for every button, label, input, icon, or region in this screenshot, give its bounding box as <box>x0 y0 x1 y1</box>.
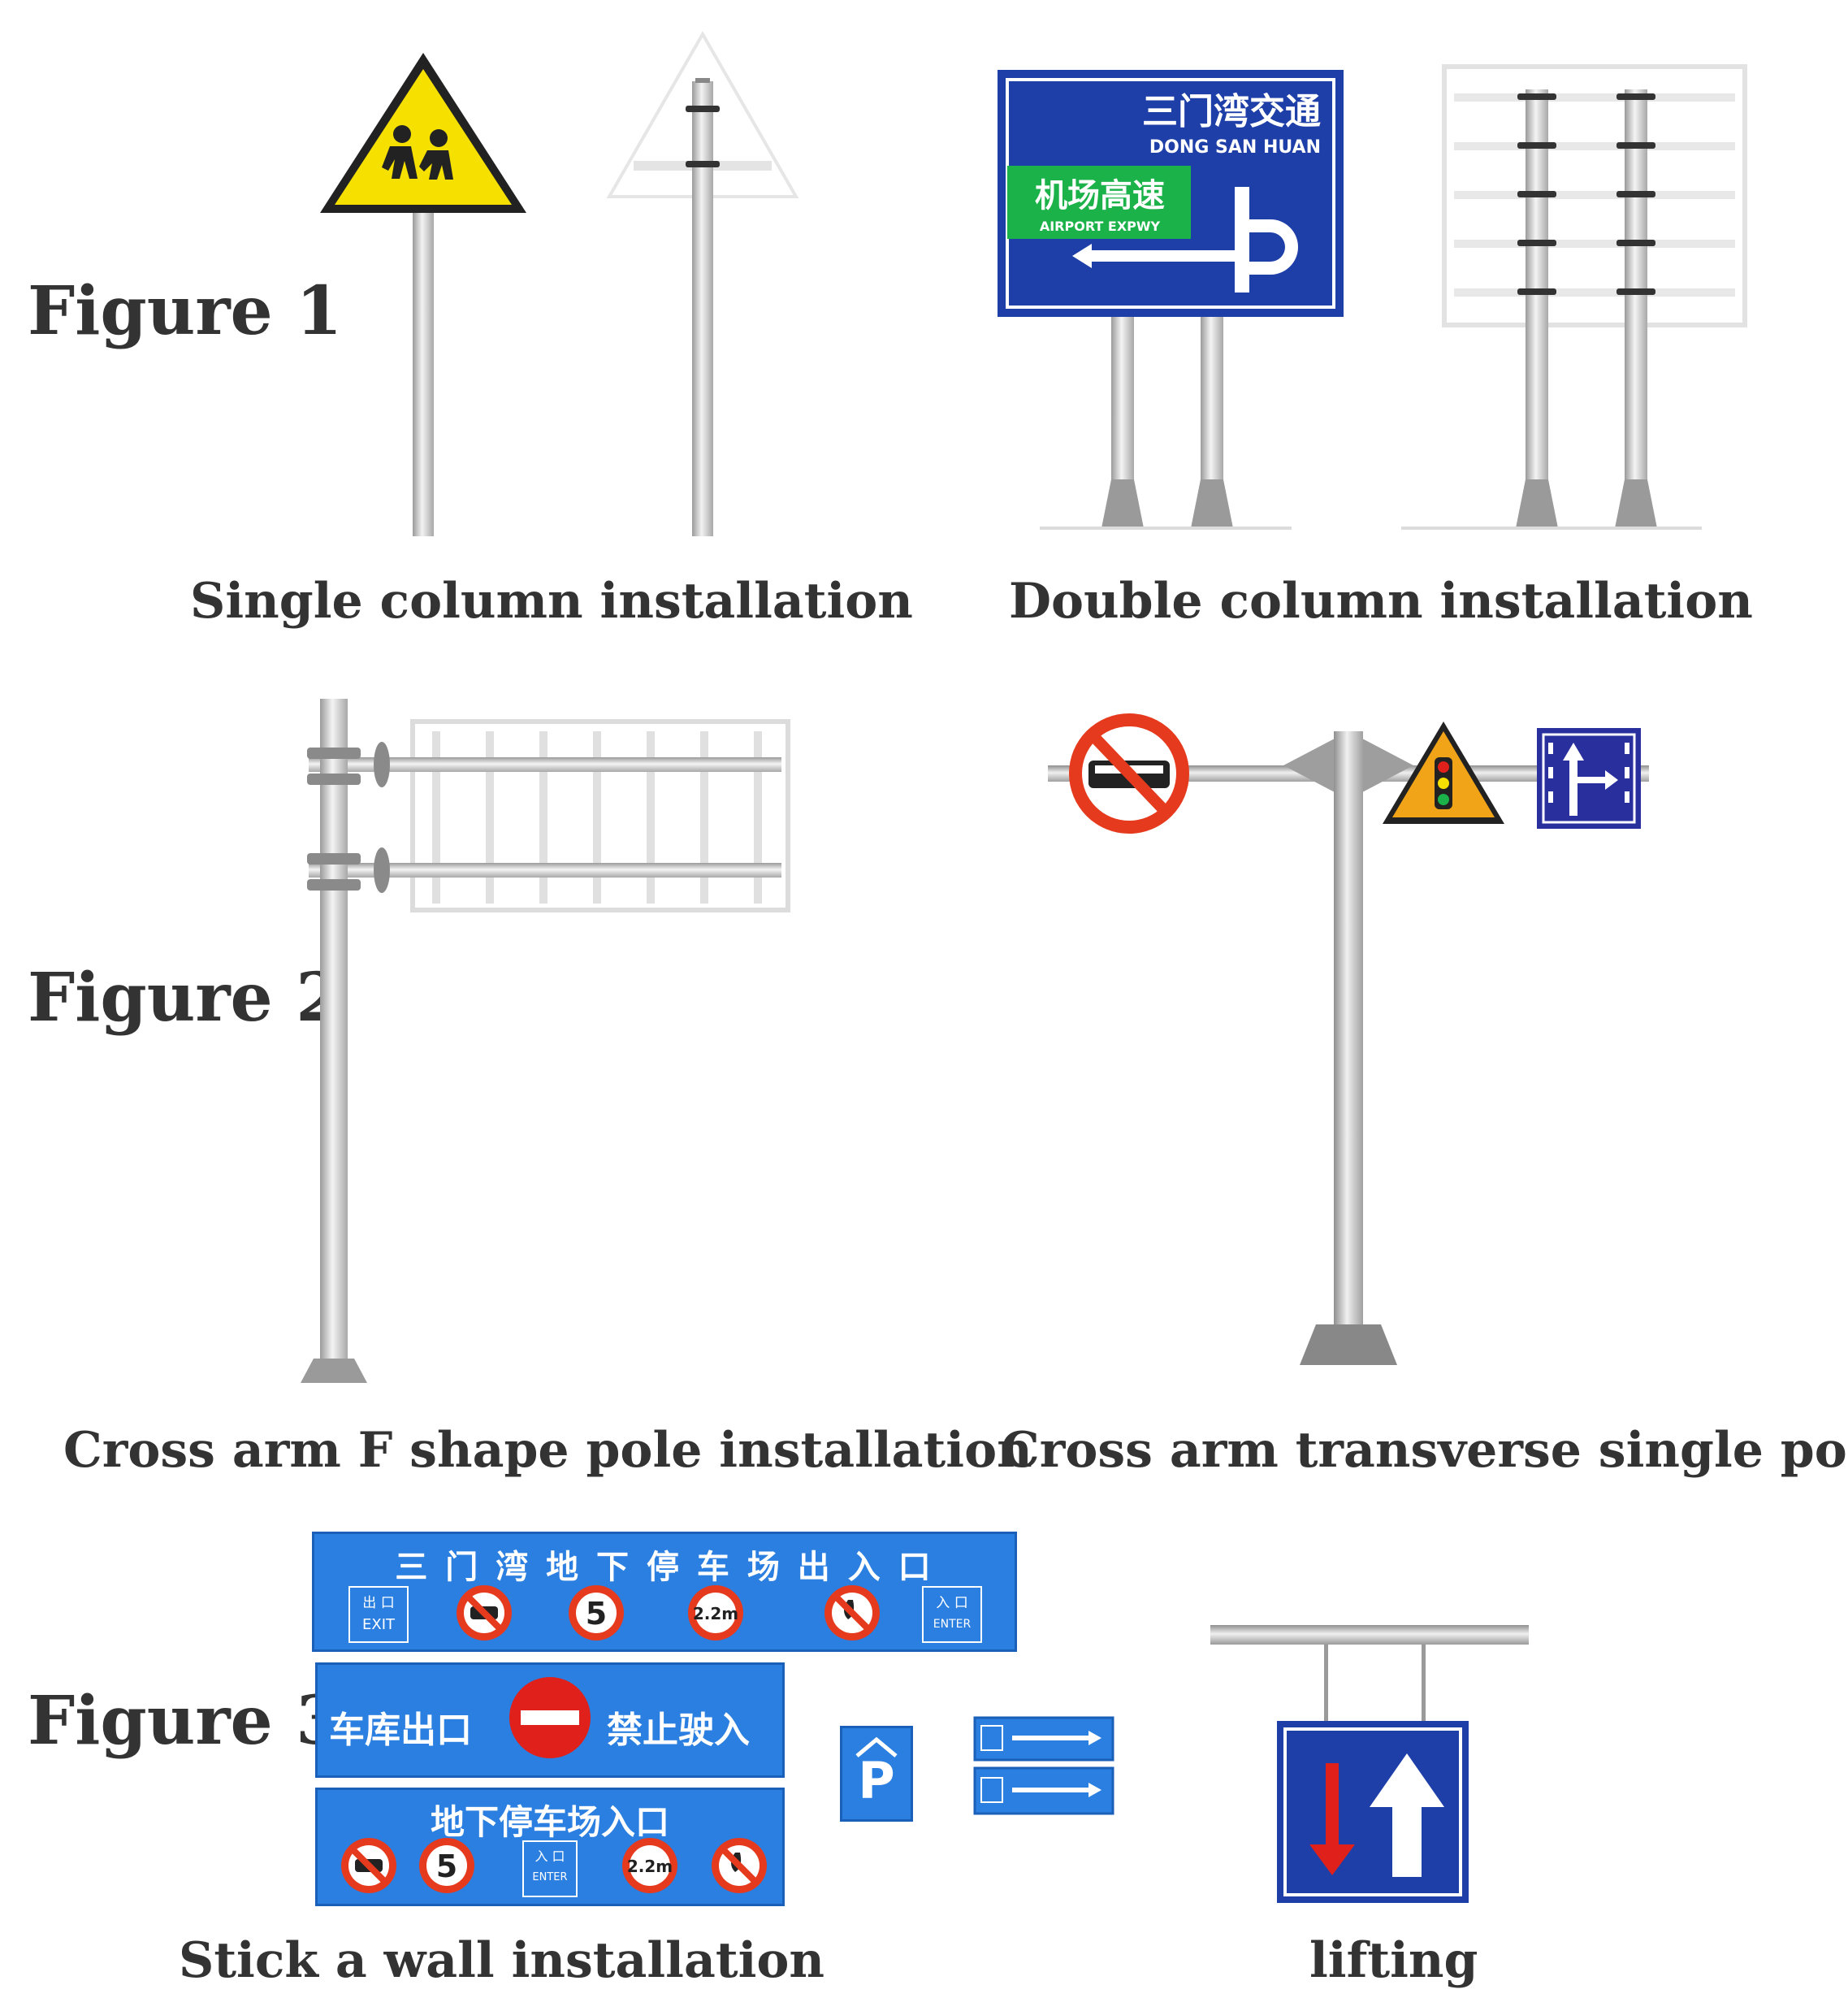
no-bus-prohibition-sign <box>1069 713 1189 834</box>
parking-sign: P <box>840 1726 913 1822</box>
svg-text:5: 5 <box>586 1596 607 1632</box>
wall-bottom-enter-badge: 入 口 ENTER <box>522 1840 578 1897</box>
priority-sign-board <box>1277 1721 1469 1903</box>
no-fire-icon <box>712 1838 767 1893</box>
svg-text:2.2m: 2.2m <box>693 1604 738 1623</box>
red-down-arrow-icon <box>1309 1763 1355 1875</box>
lane-direction-sign <box>1537 728 1641 829</box>
f-pole-column <box>320 699 348 1381</box>
guide-sign-green-text: 机场高速 <box>1035 177 1165 215</box>
caption-double-column: Double column installation <box>1009 573 1753 630</box>
svg-text:5: 5 <box>436 1848 457 1884</box>
speed-limit-icon: 5 <box>569 1585 624 1640</box>
no-entry-icon <box>509 1677 591 1758</box>
no-horn-icon <box>457 1585 512 1640</box>
figure-2-label: Figure 2 <box>28 959 343 1037</box>
guide-sign-title: 三门湾交通 <box>1142 91 1321 132</box>
wall-sign-top-icons: 5 2.2m <box>457 1585 880 1640</box>
transverse-pole-column <box>1334 731 1363 1365</box>
lifting-hanger-right <box>1422 1645 1426 1723</box>
caption-transverse: Cross arm transverse single pole <box>1001 1422 1848 1479</box>
wall-sign-top: 三 门 湾 地 下 停 车 场 出 入 口 出 口 EXIT 入 口 ENTER <box>312 1532 1017 1652</box>
svg-text:2.2m: 2.2m <box>627 1857 673 1876</box>
wall-sign-top-title: 三 门 湾 地 下 停 车 场 出 入 口 <box>395 1549 934 1586</box>
guide-arrow-icon <box>1072 187 1298 293</box>
guide-sign-green-subtext: AIRPORT EXPWY <box>1040 219 1161 234</box>
caption-single-column: Single column installation <box>190 573 913 630</box>
caption-f-shape: Cross arm F shape pole installation <box>63 1422 1032 1479</box>
children-crossing-icon <box>382 125 453 180</box>
wall-sign-bottom-title: 地下停车场入口 <box>430 1802 669 1842</box>
single-pole-back <box>692 81 713 536</box>
wall-sign-bottom: 地下停车场入口 入 口 ENTER <box>315 1788 785 1906</box>
wall-enter-badge: 入 口 ENTER <box>922 1586 982 1643</box>
figure-1-label: Figure 1 <box>28 272 343 350</box>
figure-3-label: Figure 3 <box>28 1682 343 1760</box>
height-limit-icon: 2.2m <box>622 1838 677 1893</box>
wall-exit-badge: 出 口 EXIT <box>348 1586 409 1643</box>
speed-limit-icon: 5 <box>419 1838 474 1893</box>
guide-sign-subtitle: DONG SAN HUAN <box>1149 137 1321 158</box>
parking-sign-letter: P <box>858 1751 895 1810</box>
single-pole-front <box>413 211 434 536</box>
wall-sign-middle-right: 禁止驶入 <box>607 1710 750 1751</box>
small-direction-plates <box>973 1716 1114 1815</box>
single-column-illustration <box>320 30 799 536</box>
transverse-pole-illustration <box>1048 713 1649 1365</box>
guide-sign-back-frame <box>1442 64 1747 327</box>
caption-wall: Stick a wall installation <box>179 1932 824 1989</box>
height-limit-icon: 2.2m <box>688 1585 743 1640</box>
double-column-illustration: 三门湾交通 DONG SAN HUAN 机场高速 AIRPORT EXPWY <box>998 64 1747 530</box>
lifting-illustration <box>1210 1625 1529 1903</box>
traffic-light-warning-sign <box>1383 722 1504 824</box>
parking-roof-icon <box>855 1736 898 1757</box>
guide-sign-green-panel <box>1007 166 1191 239</box>
no-horn-icon <box>341 1838 396 1893</box>
f-pole-upper-arm <box>309 757 781 772</box>
f-shape-pole-illustration <box>301 699 790 1383</box>
no-fire-icon <box>824 1585 880 1640</box>
wall-sign-middle-left: 车库出口 <box>329 1710 472 1751</box>
white-up-arrow-icon <box>1370 1753 1444 1877</box>
caption-lifting: lifting <box>1309 1932 1478 1989</box>
lifting-beam <box>1210 1625 1529 1645</box>
wall-sign-bottom-icons: 5 2.2m <box>341 1838 767 1893</box>
f-pole-lower-arm <box>309 863 781 878</box>
lifting-hanger-left <box>1324 1645 1328 1723</box>
f-pole-sign-frame <box>410 719 790 912</box>
